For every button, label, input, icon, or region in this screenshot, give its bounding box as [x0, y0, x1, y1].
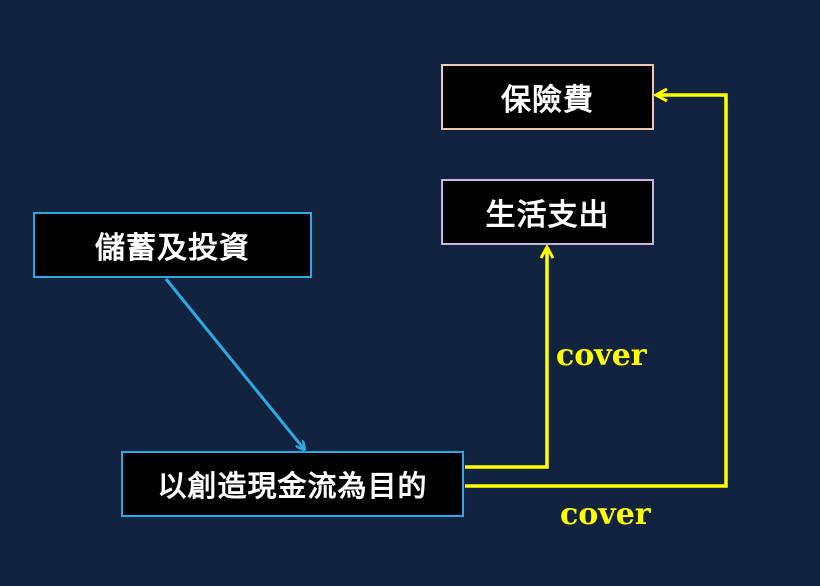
cashflow-to-insurance-arrow: [465, 95, 728, 488]
cashflow-to-living-arrow: [465, 248, 547, 469]
living-expenses-box: 生活支出: [441, 179, 654, 245]
cover-insurance-label: cover: [560, 497, 651, 532]
savings-to-cashflow-arrow: [164, 278, 304, 449]
cash-flow-goal-label: 以創造現金流為目的: [157, 469, 428, 503]
insurance-premium-label: 保險費: [501, 83, 594, 118]
savings-investment-box: 儲蓄及投資: [33, 212, 312, 278]
insurance-premium-box: 保險費: [441, 64, 654, 130]
cover-living-label: cover: [556, 338, 647, 373]
living-expenses-label: 生活支出: [485, 198, 610, 233]
cash-flow-goal-box: 以創造現金流為目的: [121, 451, 464, 517]
savings-investment-label: 儲蓄及投資: [95, 231, 250, 266]
